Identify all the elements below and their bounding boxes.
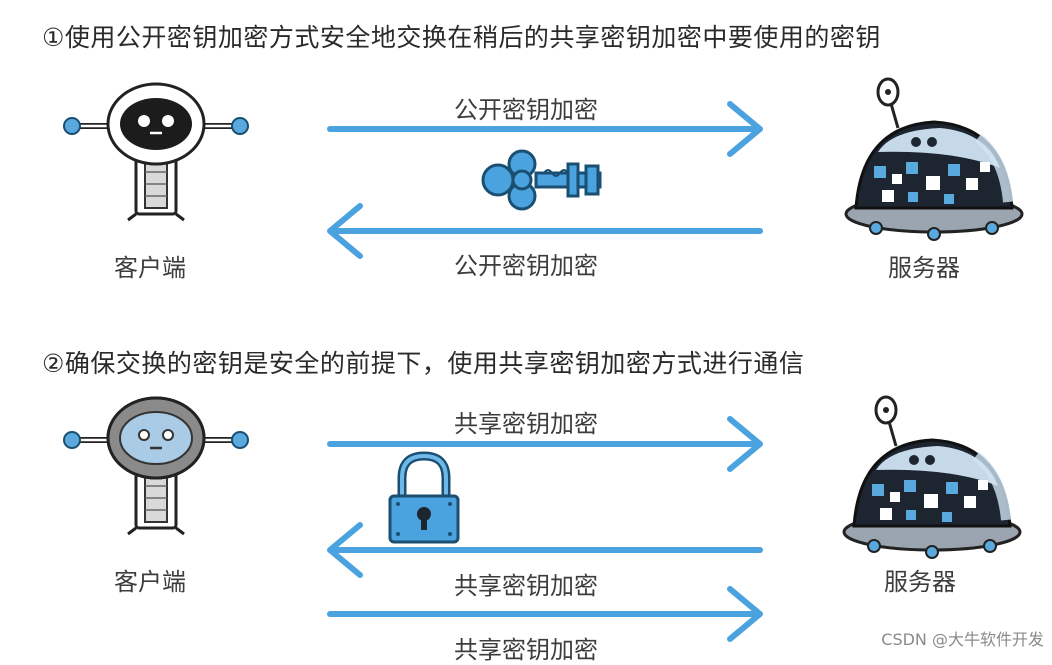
step2-server-robot: [844, 397, 1020, 558]
step2-arrow-1: [327, 416, 763, 472]
step2-arrow-label-2: 共享密钥加密: [454, 572, 598, 600]
step2-server-label: 服务器: [884, 568, 956, 596]
step2-client-robot: [64, 398, 248, 534]
step1-client-robot: [64, 84, 248, 220]
step1-arrow-top: [327, 101, 763, 157]
step2-arrow-label-1: 共享密钥加密: [454, 410, 598, 438]
step2-arrow-2: [327, 522, 763, 578]
step1-arrow-bottom-label: 公开密钥加密: [454, 252, 598, 280]
step2-title: ②确保交换的密钥是安全的前提下，使用共享密钥加密方式进行通信: [42, 349, 805, 378]
watermark: CSDN @大牛软件开发: [881, 630, 1044, 649]
step1-client-label: 客户端: [114, 254, 186, 282]
step1-arrow-top-label: 公开密钥加密: [454, 96, 598, 124]
step2-client-label: 客户端: [114, 568, 186, 596]
step1-arrow-bottom: [327, 203, 763, 259]
padlock-icon: [388, 451, 460, 544]
step1-server-robot: [846, 79, 1022, 240]
step1-title: ①使用公开密钥加密方式安全地交换在稍后的共享密钥加密中要使用的密钥: [42, 23, 881, 52]
step1-server-label: 服务器: [888, 254, 960, 282]
step2-arrow-3: [327, 586, 763, 642]
key-icon: [481, 149, 602, 211]
